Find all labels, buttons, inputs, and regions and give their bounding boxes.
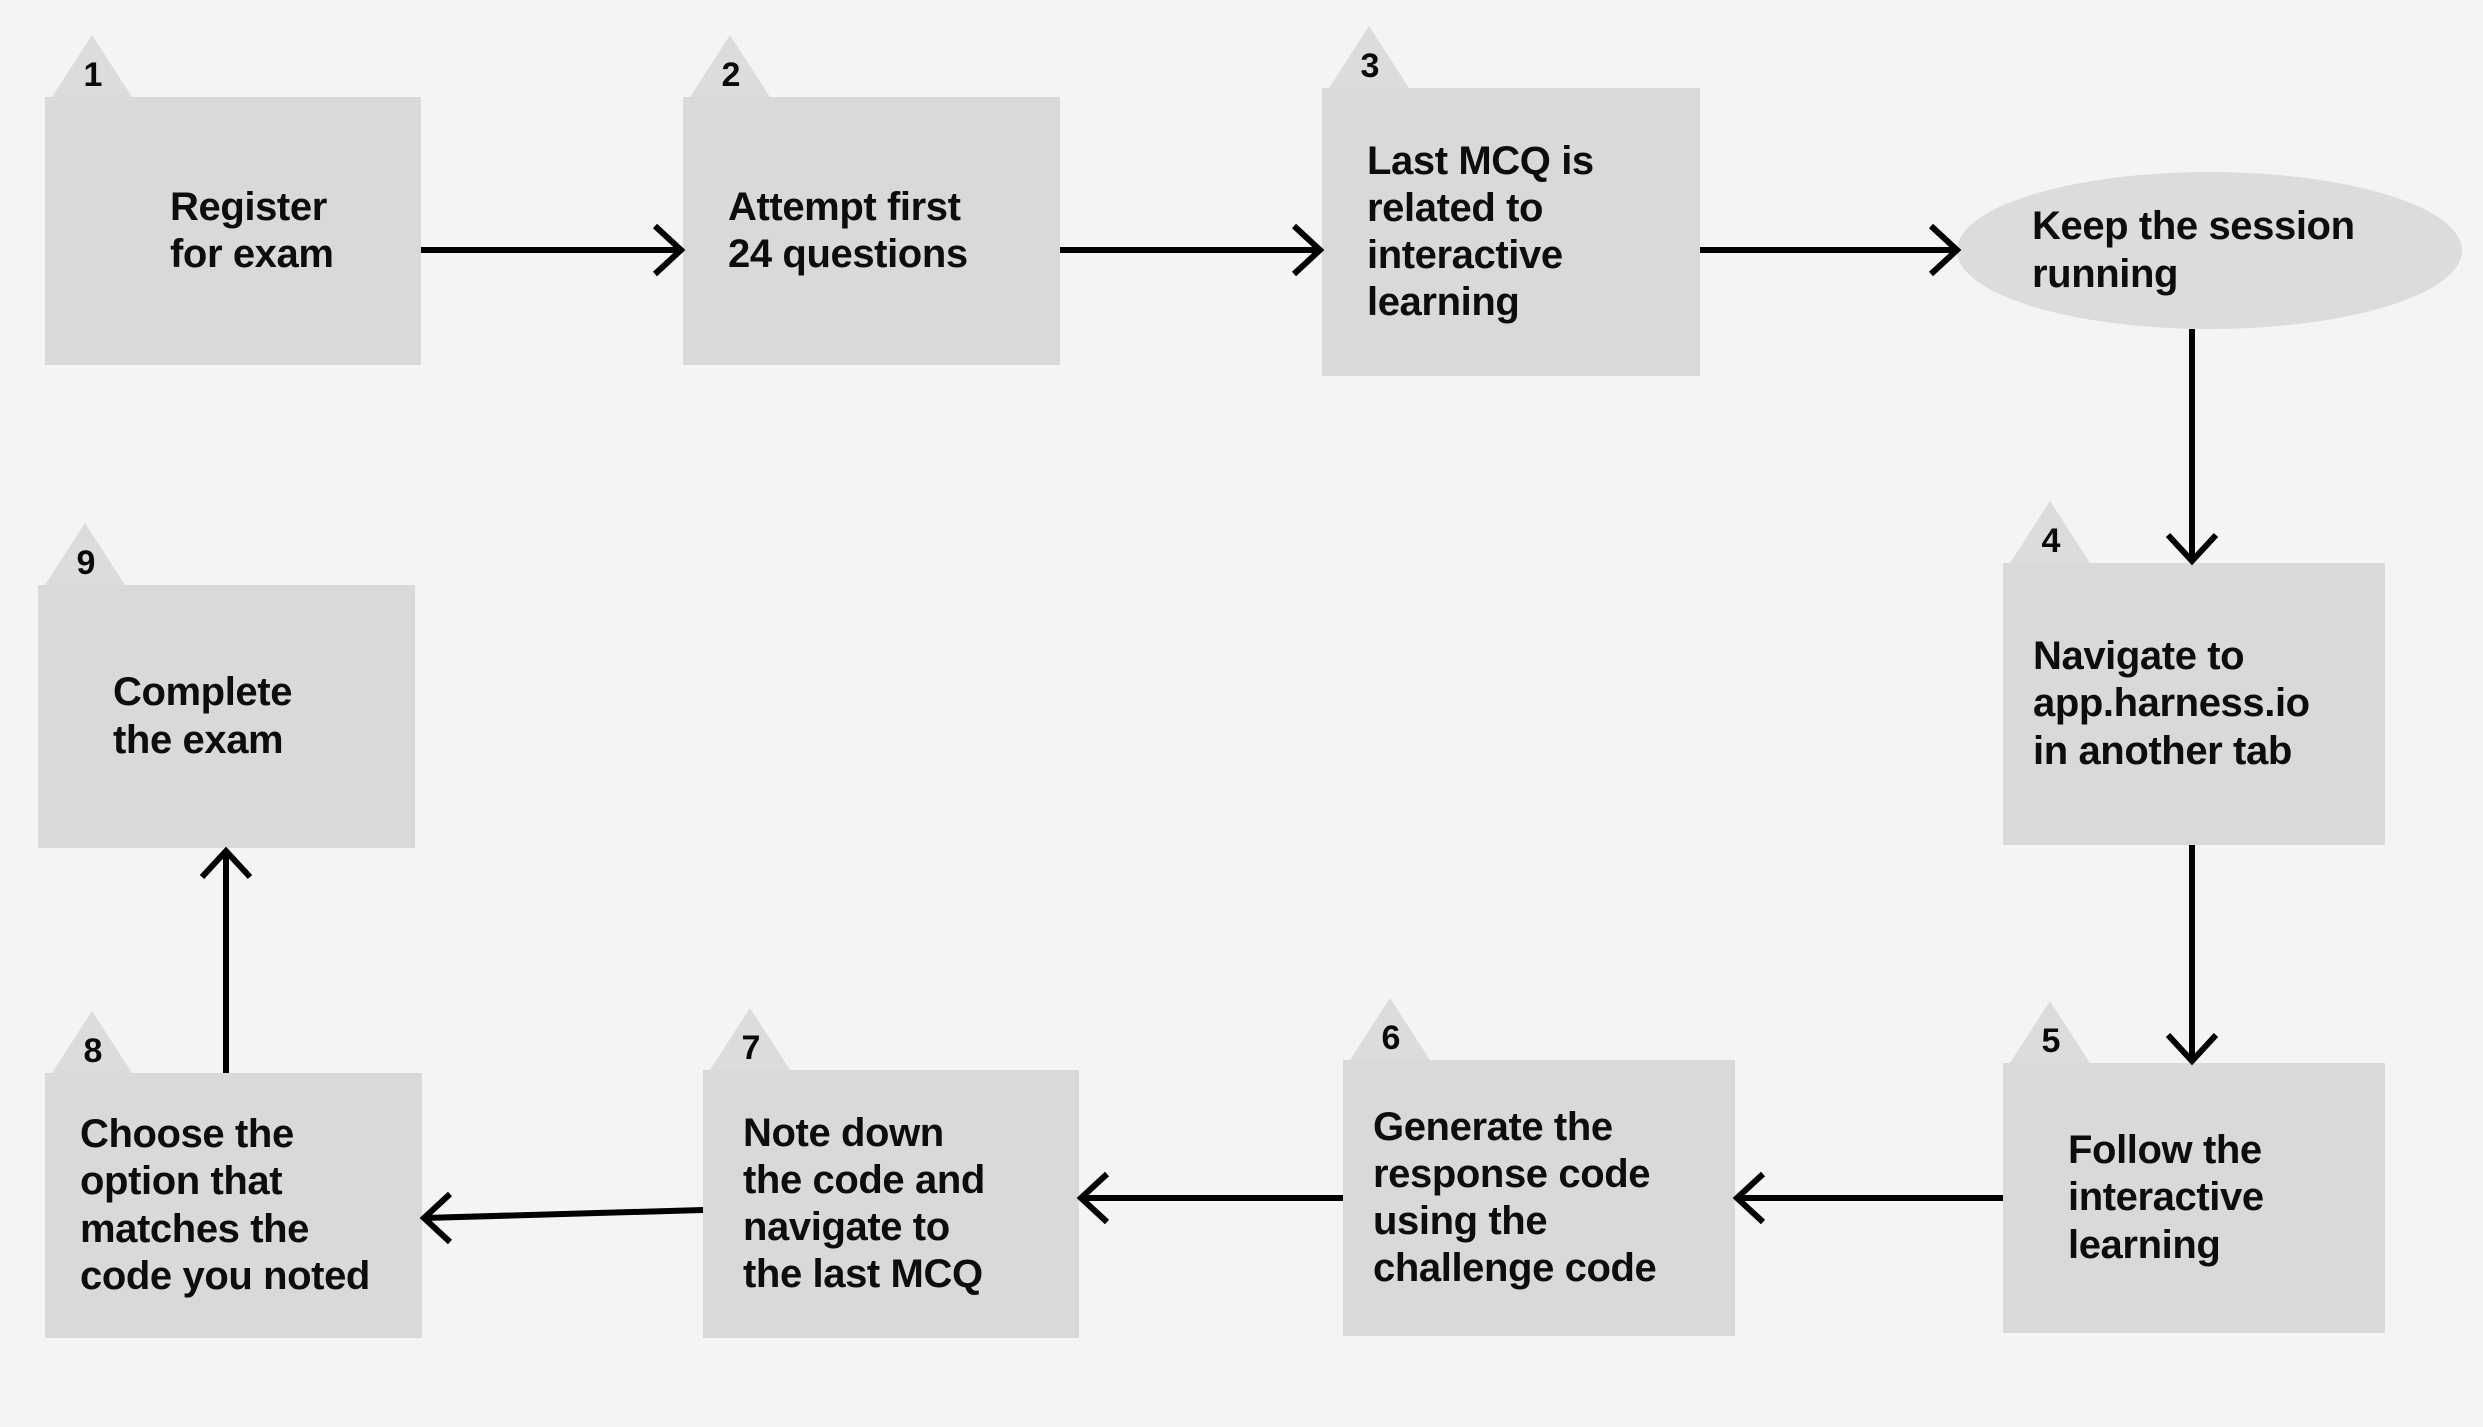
step-badge-triangle-n4	[2010, 501, 2090, 563]
step-badge-number-n6: 6	[1382, 1019, 1401, 1057]
edge-arrowhead-icon-e8	[419, 1191, 453, 1245]
node-shape-layer	[38, 88, 2462, 1338]
edge-e8-n7-to-n8	[419, 1191, 704, 1245]
step-badge-number-n4: 4	[2042, 522, 2061, 560]
step-badge-triangle-n1	[52, 35, 132, 97]
edge-arrowhead-icon-e4	[2165, 532, 2219, 566]
node-shape-n4[interactable]	[2003, 563, 2385, 845]
edge-e2-n2-to-n3	[1060, 223, 1325, 277]
edge-arrowhead-icon-e2	[1291, 223, 1325, 277]
step-badge-number-n2: 2	[722, 56, 741, 94]
edge-arrowhead-icon-e9	[199, 846, 253, 880]
edge-arrowhead-icon-e1	[652, 223, 686, 277]
step-badge-number-n7: 7	[742, 1029, 761, 1067]
node-shape-n3[interactable]	[1322, 88, 1700, 376]
edge-e4-n_session-to-n4	[2165, 329, 2219, 566]
node-shape-n5[interactable]	[2003, 1063, 2385, 1333]
step-badge-number-n9: 9	[77, 544, 96, 582]
step-badge-triangle-n9	[45, 523, 125, 585]
edge-e9-n8-to-n9	[199, 846, 253, 1073]
step-badge-triangle-n7	[710, 1008, 790, 1070]
edge-e1-n1-to-n2	[421, 223, 686, 277]
edge-e7-n6-to-n7	[1076, 1171, 1343, 1225]
edge-layer	[199, 223, 2219, 1245]
edge-arrowhead-icon-e7	[1076, 1171, 1110, 1225]
node-shape-n_session[interactable]	[1957, 172, 2462, 329]
step-badge-triangle-n8	[52, 1011, 132, 1073]
node-shape-n8[interactable]	[45, 1073, 422, 1338]
edge-e5-n4-to-n5	[2165, 845, 2219, 1066]
step-badge-number-n8: 8	[84, 1032, 103, 1070]
node-shape-n7[interactable]	[703, 1070, 1079, 1338]
edge-e6-n5-to-n6	[1732, 1171, 2003, 1225]
edge-arrowhead-icon-e3	[1928, 223, 1962, 277]
step-badge-triangle-n6	[1350, 998, 1430, 1060]
node-shape-n1[interactable]	[45, 97, 421, 365]
step-badge-number-n1: 1	[84, 56, 103, 94]
badge-layer: 1 2 3 4 5 6 7 8 9	[45, 26, 2090, 1073]
step-badge-triangle-n3	[1329, 26, 1409, 88]
step-badge-triangle-n5	[2010, 1001, 2090, 1063]
step-badge-number-n5: 5	[2042, 1022, 2061, 1060]
node-shape-n9[interactable]	[38, 585, 415, 848]
edge-arrowhead-icon-e6	[1732, 1171, 1766, 1225]
step-badge-triangle-n2	[690, 35, 770, 97]
edge-line-e8	[423, 1207, 704, 1221]
edge-arrowhead-icon-e5	[2165, 1032, 2219, 1066]
node-shape-n6[interactable]	[1343, 1060, 1735, 1336]
edge-e3-n3-to-n_session	[1700, 223, 1962, 277]
step-badge-number-n3: 3	[1361, 47, 1380, 85]
node-shape-n2[interactable]	[683, 97, 1060, 365]
